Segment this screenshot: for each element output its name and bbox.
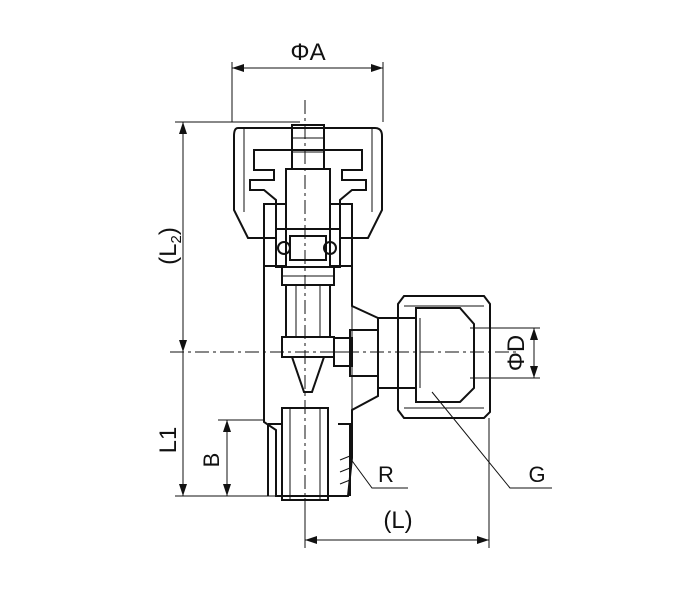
valve-stem: [263, 168, 353, 393]
label-l2-open: (L: [155, 244, 182, 265]
label-l1: L1: [155, 427, 182, 454]
dimension-lines: [175, 62, 540, 548]
label-r: R: [378, 462, 394, 487]
label-l2-close: ): [155, 227, 182, 235]
valve-handle: [233, 124, 383, 239]
dimension-labels: ΦA (L2) L1 B R G (L) ΦD: [155, 39, 546, 534]
side-union-nut: [377, 295, 491, 419]
label-phi-d: ΦD: [503, 335, 530, 371]
label-b: B: [199, 453, 224, 468]
leader-lines: [349, 391, 552, 489]
bottom-port: [267, 407, 351, 501]
label-l2-sub: 2: [168, 235, 185, 243]
label-g: G: [528, 462, 545, 487]
label-l: (L): [383, 507, 412, 534]
label-phi-a: ΦA: [290, 39, 325, 66]
label-l2: (L2): [155, 227, 185, 265]
svg-text:(L2): (L2): [155, 227, 185, 265]
